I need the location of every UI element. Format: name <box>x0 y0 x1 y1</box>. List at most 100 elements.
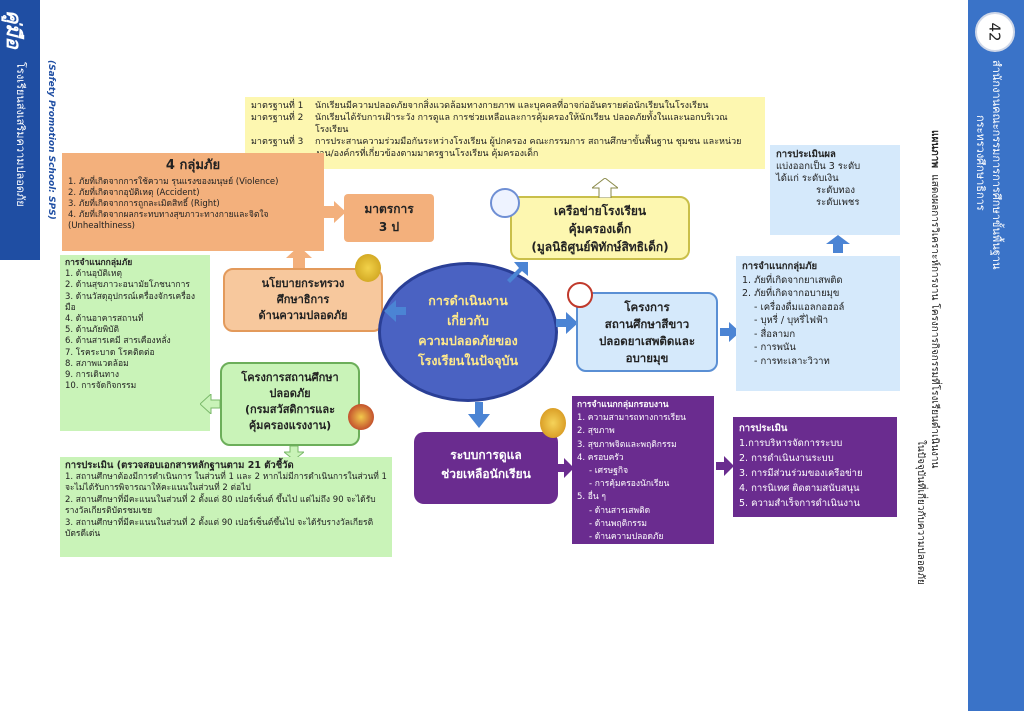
work-groups-item: - ด้านพฤติกรรม <box>589 518 648 529</box>
evaluation-criteria-box: การประเมิน 1.การบริหารจัดการระบบ 2. การด… <box>733 417 897 517</box>
caption-line1: แผนภาพ แสดงผลการวิเคราะห์การงาน โครงการก… <box>927 130 942 468</box>
page-number: 42 <box>975 12 1015 52</box>
drug-classify-box: การจำแนกกลุ่มภัย 1. ภัยที่เกิดจากยาเสพติ… <box>736 256 900 391</box>
evaluation-levels-line: ระดับทอง <box>816 185 856 196</box>
standard-3-text: การประสานความร่วมมือกันระหว่างโรงเรียน ผ… <box>315 137 742 159</box>
hazard-classify-item: 4. ด้านอาคารสถานที่ <box>65 314 144 325</box>
caption-line2: ในปัจจุบันที่เกี่ยวกับความปลอดภัย <box>915 440 926 585</box>
work-groups-title: การจำแนกกลุ่มกรอบงาน <box>577 400 669 410</box>
evaluation-criteria-title: การประเมิน <box>739 423 788 434</box>
work-groups-item: - ด้านความปลอดภัย <box>589 532 664 543</box>
arrow-down-icon <box>468 402 490 428</box>
evaluation-levels-title: การประเมินผล <box>776 149 836 160</box>
obec-logo-icon <box>540 408 566 438</box>
standard-2-label: มาตรฐานที่ 2 <box>251 113 304 123</box>
arrow-up-icon <box>826 235 850 253</box>
brand-tab: คู่มือ โรงเรียนส่งเสริมความปลอดภัย <box>0 0 40 260</box>
arrow-up-icon <box>592 178 618 198</box>
evaluation-21-title: การประเมิน (ตรวจสอบเอกสารหลักฐานตาม 21 ต… <box>65 460 294 471</box>
arrow-left-icon <box>384 300 406 322</box>
evaluation-criteria-item: 3. การมีส่วนร่วมของเครือข่าย <box>739 468 863 479</box>
hazard-classify-item: 5. ด้านภัยพิบัติ <box>65 325 120 336</box>
four-hazards-item: 3. ภัยที่เกิดจากการถูกละเมิดสิทธิ์ (Righ… <box>68 199 220 209</box>
evaluation-21-item: 1. สถานศึกษาต้องมีการดำเนินการ ในส่วนที่… <box>65 471 387 494</box>
arrow-right-icon <box>720 322 740 342</box>
hazard-classify-item: 7. โรคระบาด โรคติดต่อ <box>65 347 155 358</box>
arrow-right-icon <box>322 201 346 223</box>
arrow-left-icon <box>200 394 220 414</box>
safe-school-box: โครงการสถานศึกษา ปลอดภัย (กรมสวัสดิการแล… <box>220 362 360 446</box>
hazard-classify-item: 6. ด้านสารเคมี สารเคืองหลั่ง <box>65 336 171 347</box>
center-node: การดำเนินงาน เกี่ยวกับ ความปลอดภัยของ โร… <box>378 262 558 402</box>
work-groups-item: 3. สุขภาพจิตและพฤติกรรม <box>577 439 677 450</box>
page-number-text: 42 <box>986 22 1004 42</box>
arrow-right-icon <box>556 458 574 478</box>
standard-3-label: มาตรฐานที่ 3 <box>251 137 304 147</box>
evaluation-levels-line: ระดับเพชร <box>816 197 860 208</box>
right-band: สำนักงานคณะกรรมการการศึกษาขั้นพื้นฐาน กร… <box>968 0 1024 711</box>
drug-classify-title: การจำแนกกลุ่มภัย <box>742 261 818 272</box>
drug-classify-item: - เครื่องดื่มแอลกอฮอล์ <box>754 301 845 313</box>
drug-classify-item: - การพนัน <box>754 342 796 353</box>
work-groups-item: - เศรษฐกิจ <box>589 466 629 477</box>
page-number-badge <box>975 12 1015 52</box>
four-hazards-item: 2. ภัยที่เกิดจากอุบัติเหตุ (Accident) <box>68 188 200 198</box>
four-hazards-item: 4. ภัยที่เกิดจากผลกระทบทางสุขภาวะทางกายแ… <box>68 210 269 231</box>
standard-1-label: มาตรฐานที่ 1 <box>251 101 304 111</box>
standard-1-text: นักเรียนมีความปลอดภัยจากสิ่งแวดล้อมทางกา… <box>315 101 709 111</box>
work-groups-box: การจำแนกกลุ่มกรอบงาน 1. ความสามารถทางการ… <box>572 396 714 544</box>
evaluation-21-item: 2. สถานศึกษาที่มีคะแนนในส่วนที่ 2 ตั้งแต… <box>65 494 376 517</box>
drug-classify-item: - การทะเลาะวิวาท <box>754 355 830 367</box>
support-system-box: ระบบการดูแล ช่วยเหลือนักเรียน <box>414 432 558 504</box>
evaluation-criteria-item: 5. ความสำเร็จการดำเนินงาน <box>739 498 860 509</box>
evaluation-levels-line: ได้แก่ ระดับเงิน <box>776 173 839 184</box>
ministry-policy-box: นโยบายกระทรวง ศึกษาธิการ ด้านความปลอดภัย <box>223 268 383 332</box>
work-groups-item: 2. สุขภาพ <box>577 426 615 437</box>
hazard-classify-item: 3. ด้านวัสดุอุปกรณ์เครื่องจักรเครื่องมือ <box>65 291 196 313</box>
arrow-up-icon <box>286 246 312 270</box>
side-org: สำนักงานคณะกรรมการการศึกษาขั้นพื้นฐาน <box>990 60 1003 270</box>
caption-label: แผนภาพ <box>929 130 940 168</box>
side-org2: กระทรวงศึกษาธิการ <box>974 115 987 211</box>
hazard-classify-item: 8. สภาพแวดล้อม <box>65 358 129 369</box>
hazard-classify-item: 1. ด้านอุบัติเหตุ <box>65 269 122 280</box>
arrow-right-icon <box>556 312 578 334</box>
drug-classify-item: - สื่อลามก <box>754 328 796 340</box>
arrow-right-icon <box>716 456 734 476</box>
arrow-down-icon <box>284 446 304 460</box>
hazard-classify-item: 2. ด้านสุขภาวะอนามัยโภชนาการ <box>65 280 190 291</box>
work-groups-item: 1. ความสามารถทางการเรียน <box>577 413 686 424</box>
work-groups-item: 4. ครอบครัว <box>577 452 624 463</box>
brand-en: (Safety Promotion School: SPS) <box>46 60 56 220</box>
evaluation-criteria-item: 2. การดำเนินงานระบบ <box>739 453 834 464</box>
brand-sub: โรงเรียนส่งเสริมความปลอดภัย <box>14 62 27 207</box>
work-groups-item: 5. อื่น ๆ <box>577 492 606 503</box>
four-hazards-item: 1. ภัยที่เกิดจากการใช้ความ รุนแรงของมนุษ… <box>68 177 279 187</box>
network-box: เครือข่ายโรงเรียน คุ้มครองเด็ก (มูลนิธิศ… <box>510 196 690 260</box>
hazard-classify-title: การจำแนกกลุ่มภัย <box>65 258 133 268</box>
white-school-logo-icon <box>567 282 593 308</box>
evaluation-21-box: การประเมิน (ตรวจสอบเอกสารหลักฐานตาม 21 ต… <box>60 457 392 557</box>
evaluation-21-item: 3. สถานศึกษาที่มีคะแนนในส่วนที่ 2 ตั้งแต… <box>65 517 374 540</box>
arrow-up-right-icon <box>507 262 528 283</box>
hazard-classify-item: 9. การเดินทาง <box>65 370 120 381</box>
four-hazards-title: 4 กลุ่มภัย <box>165 158 221 173</box>
evaluation-levels-box: การประเมินผล แบ่งออกเป็น 3 ระดับ ได้แก่ … <box>770 145 900 235</box>
ministry-emblem-icon <box>355 254 381 282</box>
four-hazards-box: 4 กลุ่มภัย 1. ภัยที่เกิดจากการใช้ความ รุ… <box>62 153 324 251</box>
work-groups-item: - ด้านสารเสพติด <box>589 505 651 516</box>
labour-dept-logo-icon <box>348 404 374 430</box>
white-school-box: โครงการ สถานศึกษาสีขาว ปลอดยาเสพติดและ อ… <box>576 292 718 372</box>
brand-main: คู่มือ <box>2 10 26 49</box>
drug-classify-item: 2. ภัยที่เกิดจากอบายมุข <box>742 288 840 299</box>
network-logo-icon <box>490 188 520 218</box>
evaluation-levels-line: แบ่งออกเป็น 3 ระดับ <box>776 161 861 172</box>
caption-text1: แสดงผลการวิเคราะห์การงาน โครงการกิจกรรมท… <box>929 174 940 469</box>
hazard-classify-item: 10. การจัดกิจกรรม <box>65 381 137 392</box>
evaluation-criteria-item: 1.การบริหารจัดการระบบ <box>739 438 843 449</box>
drug-classify-item: 1. ภัยที่เกิดจากยาเสพติด <box>742 274 843 286</box>
brand-band: คู่มือ โรงเรียนส่งเสริมความปลอดภัย (Safe… <box>0 0 58 711</box>
drug-classify-item: - บุหรี่ / บุหรี่ไฟฟ้า <box>754 315 829 326</box>
standard-2-text: นักเรียนได้รับการเฝ้าระวัง การดูแล การช่… <box>315 113 728 135</box>
standards-box: มาตรฐานที่ 1 นักเรียนมีความปลอดภัยจากสิ่ง… <box>245 97 765 169</box>
